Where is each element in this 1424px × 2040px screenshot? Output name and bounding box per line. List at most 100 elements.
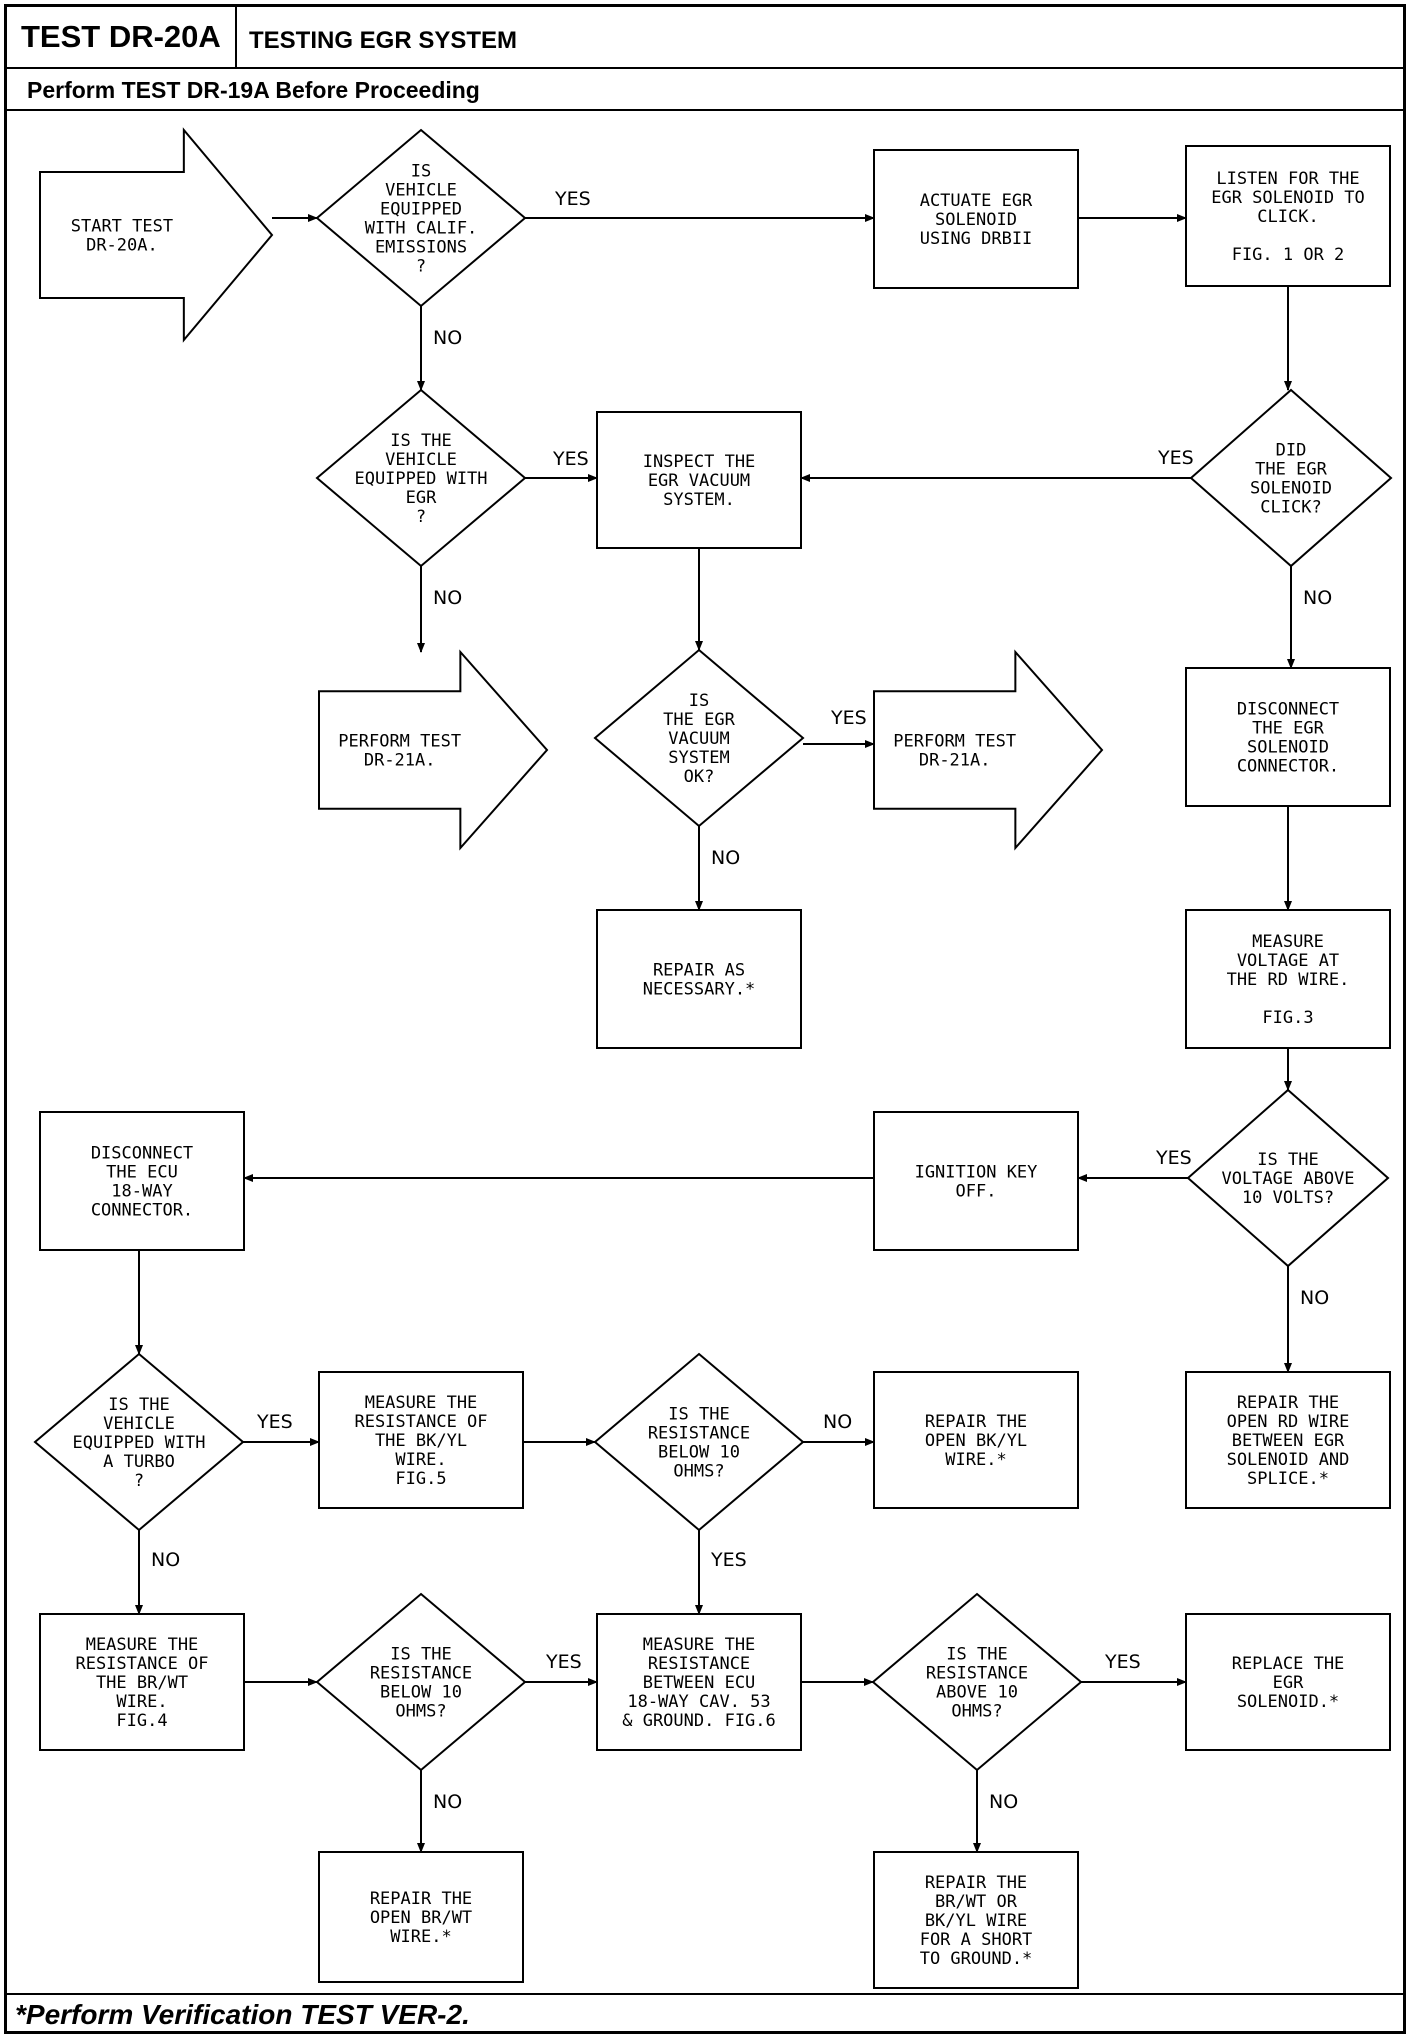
node-text-line: INSPECT THE [643, 452, 756, 472]
node-text-line: REPAIR THE [1237, 1393, 1339, 1413]
edge-label-turbo-yes: YES [256, 1411, 293, 1433]
node-text-line: PERFORM TEST [338, 732, 461, 752]
node-text-line: A TURBO [103, 1452, 175, 1472]
node-text-line: SOLENOID [935, 210, 1017, 230]
node-text-line: CONNECTOR. [1237, 757, 1339, 777]
node-text-line: CONNECTOR. [91, 1201, 193, 1221]
node-text-line: SOLENOID AND [1227, 1450, 1350, 1470]
edge-label-volt-yes: YES [1155, 1147, 1192, 1169]
node-text-line: OK? [684, 767, 715, 787]
node-text-line: THE EGR [663, 710, 735, 730]
node-text-line: FIG.5 [395, 1469, 446, 1489]
node-text-line: FOR A SHORT [920, 1930, 1033, 1950]
prerequisite-row: Perform TEST DR-19A Before Proceeding [7, 69, 1403, 111]
node-text-line: EGR [406, 488, 437, 508]
decision-diamond [1186, 1088, 1390, 1268]
node-text-line: DISCONNECT [91, 1144, 193, 1164]
connector-lines [135, 214, 1295, 1853]
node-text-line: 18-WAY [111, 1182, 172, 1202]
node-text-line: RESISTANCE OF [75, 1654, 208, 1674]
process-box [1185, 909, 1391, 1049]
node-text-line: WIRE. [395, 1450, 446, 1470]
process-box [1185, 1371, 1391, 1509]
test-title: TESTING EGR SYSTEM [249, 27, 518, 54]
node-text-line: DISCONNECT [1237, 700, 1339, 720]
decision-diamond [315, 1592, 527, 1772]
node-text-line: BETWEEN EGR [1232, 1431, 1345, 1451]
node-text-line: BELOW 10 [380, 1683, 462, 1703]
node-text-line: & GROUND. FIG.6 [622, 1711, 776, 1731]
node-text-line: DR-20A. [86, 236, 158, 256]
decision-diamond [871, 1592, 1083, 1772]
node-text-line: FIG.4 [116, 1711, 167, 1731]
process-box [873, 1371, 1079, 1509]
node-text-line: OHMS? [673, 1462, 724, 1482]
node-text-line: VOLTAGE ABOVE [1221, 1169, 1354, 1189]
node-text-line: MEASURE THE [365, 1393, 478, 1413]
node-text-line: EMISSIONS [375, 238, 467, 258]
process-box [318, 1371, 524, 1509]
node-text-line: ? [416, 257, 426, 277]
process-box [39, 1613, 245, 1751]
node-text-line: OHMS? [951, 1702, 1002, 1722]
process-box [873, 149, 1079, 289]
node-text-line: EQUIPPED [380, 200, 462, 220]
node-text-line: DR-21A. [364, 751, 436, 771]
test-id: TEST DR-20A [7, 7, 237, 67]
node-text-line: LISTEN FOR THE [1216, 169, 1359, 189]
node-text-line: SOLENOID.* [1237, 1692, 1339, 1712]
node-text-line: OPEN BR/WT [370, 1908, 472, 1928]
node-text-line: SPLICE.* [1247, 1469, 1329, 1489]
process-box [318, 1851, 524, 1983]
node-text-line: IS [689, 691, 709, 711]
node-text-line: WIRE.* [390, 1927, 451, 1947]
edge-label-egr-no: NO [433, 587, 462, 609]
header-row: TEST DR-20A TESTING EGR SYSTEM [7, 7, 1403, 69]
decision-diamond [593, 1352, 805, 1532]
process-box [596, 411, 802, 549]
node-text-line: DR-21A. [919, 751, 991, 771]
node-text-line: WIRE.* [945, 1450, 1006, 1470]
node-text-line: IS THE [946, 1645, 1007, 1665]
edge-label-res-bkyl-no: NO [823, 1411, 852, 1433]
node-text-line: BETWEEN ECU [643, 1673, 756, 1693]
node-text-line: IS [411, 162, 431, 182]
edge-label-volt-no: NO [1300, 1287, 1329, 1309]
decision-diamond [315, 388, 527, 568]
edge-label-click-yes: YES [1157, 447, 1194, 469]
process-box [873, 1851, 1079, 1989]
decision-diamond [315, 128, 527, 308]
node-text-line: WIRE. [116, 1692, 167, 1712]
node-text-line: REPAIR THE [925, 1412, 1027, 1432]
node-text-line: REPLACE THE [1232, 1654, 1345, 1674]
start-arrow-shape [39, 127, 274, 343]
edge-label-res-brwt-no: NO [433, 1791, 462, 1813]
process-box [873, 1111, 1079, 1251]
node-text-line: FIG.3 [1262, 1008, 1313, 1028]
start-arrow-shape [318, 649, 549, 851]
node-text-line: ? [416, 507, 426, 527]
edge-label-egr-yes: YES [552, 448, 589, 470]
node-text-line: ABOVE 10 [936, 1683, 1018, 1703]
decision-diamond [593, 648, 805, 828]
verification-footnote: *Perform Verification TEST VER-2. [15, 1999, 470, 2030]
